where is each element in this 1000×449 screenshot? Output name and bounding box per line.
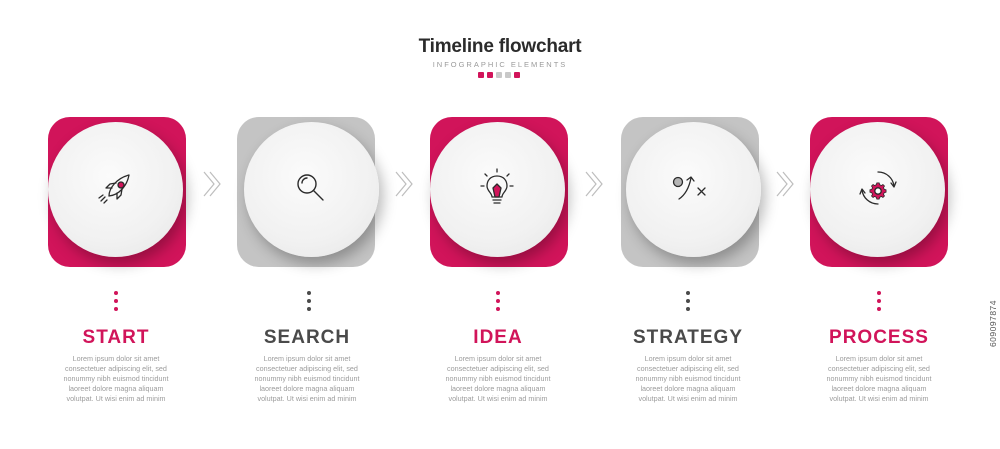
description-line: consectetuer adipiscing elit, sed bbox=[65, 364, 167, 373]
step-connector-dots bbox=[877, 291, 881, 315]
strategy-icon bbox=[667, 166, 711, 210]
description-line: volutpat. Ut wisi enim ad minim bbox=[638, 394, 738, 403]
chevron-right-icon bbox=[392, 166, 416, 202]
magnifier-icon bbox=[289, 166, 333, 210]
header-dot bbox=[496, 72, 502, 78]
step-circle bbox=[48, 122, 183, 257]
step-description: Lorem ipsum dolor sit amet consectetuer … bbox=[21, 354, 211, 404]
header-dot bbox=[487, 72, 493, 78]
lightbulb-icon bbox=[475, 166, 519, 210]
step-label: START bbox=[82, 327, 150, 348]
description-line: nonummy nibh euismod tincidunt bbox=[63, 374, 169, 383]
step-label: PROCESS bbox=[829, 327, 929, 348]
step-description: Lorem ipsum dolor sit amet consectetuer … bbox=[784, 354, 974, 404]
header-dot bbox=[478, 72, 484, 78]
connector-dot bbox=[496, 291, 500, 295]
description-line: Lorem ipsum dolor sit amet bbox=[835, 354, 923, 363]
gear-cycle-icon bbox=[856, 166, 900, 210]
description-line: laoreet dolore magna aliquam bbox=[831, 384, 927, 393]
step-strategy: STRATEGY Lorem ipsum dolor sit amet cons… bbox=[593, 0, 783, 449]
page-title: Timeline flowchart bbox=[418, 36, 582, 57]
connector-dot bbox=[877, 299, 881, 303]
connector-dot bbox=[686, 307, 690, 311]
connector-dot bbox=[307, 291, 311, 295]
description-line: Lorem ipsum dolor sit amet bbox=[644, 354, 732, 363]
step-process: PROCESS Lorem ipsum dolor sit amet conse… bbox=[784, 0, 974, 449]
chevron-right-icon bbox=[773, 166, 797, 202]
description-line: consectetuer adipiscing elit, sed bbox=[256, 364, 358, 373]
description-line: Lorem ipsum dolor sit amet bbox=[263, 354, 351, 363]
step-circle bbox=[244, 122, 379, 257]
step-connector-dots bbox=[496, 291, 500, 315]
step-label: SEARCH bbox=[263, 327, 351, 348]
description-line: volutpat. Ut wisi enim ad minim bbox=[257, 394, 357, 403]
step-description: Lorem ipsum dolor sit amet consectetuer … bbox=[212, 354, 402, 404]
description-line: laoreet dolore magna aliquam bbox=[640, 384, 736, 393]
description-line: laoreet dolore magna aliquam bbox=[68, 384, 164, 393]
header: Timeline flowchart INFOGRAPHIC ELEMENTS bbox=[0, 0, 1000, 90]
step-idea: IDEA Lorem ipsum dolor sit amet consecte… bbox=[403, 0, 593, 449]
description-line: Lorem ipsum dolor sit amet bbox=[454, 354, 542, 363]
step-circle bbox=[626, 122, 761, 257]
chevron-right-icon bbox=[200, 166, 224, 202]
connector-dot bbox=[114, 299, 118, 303]
description-line: consectetuer adipiscing elit, sed bbox=[637, 364, 739, 373]
page-subtitle: INFOGRAPHIC ELEMENTS bbox=[432, 60, 568, 69]
step-description: Lorem ipsum dolor sit amet consectetuer … bbox=[403, 354, 593, 404]
connector-dot bbox=[877, 307, 881, 311]
step-label: IDEA bbox=[473, 327, 523, 348]
description-line: nonummy nibh euismod tincidunt bbox=[445, 374, 551, 383]
rocket-icon bbox=[95, 166, 139, 210]
chevron-right-icon bbox=[582, 166, 606, 202]
connector-dot bbox=[307, 307, 311, 311]
connector-dot bbox=[114, 307, 118, 311]
description-line: consectetuer adipiscing elit, sed bbox=[447, 364, 549, 373]
step-start: START Lorem ipsum dolor sit amet consect… bbox=[21, 0, 211, 449]
description-line: Lorem ipsum dolor sit amet bbox=[72, 354, 160, 363]
header-dot bbox=[514, 72, 520, 78]
description-line: nonummy nibh euismod tincidunt bbox=[635, 374, 741, 383]
step-label: STRATEGY bbox=[632, 327, 744, 348]
connector-dot bbox=[686, 291, 690, 295]
description-line: consectetuer adipiscing elit, sed bbox=[828, 364, 930, 373]
step-search: SEARCH Lorem ipsum dolor sit amet consec… bbox=[212, 0, 402, 449]
step-connector-dots bbox=[686, 291, 690, 315]
connector-dot bbox=[686, 299, 690, 303]
step-description: Lorem ipsum dolor sit amet consectetuer … bbox=[593, 354, 783, 404]
connector-dot bbox=[307, 299, 311, 303]
description-line: laoreet dolore magna aliquam bbox=[450, 384, 546, 393]
description-line: volutpat. Ut wisi enim ad minim bbox=[829, 394, 929, 403]
description-line: volutpat. Ut wisi enim ad minim bbox=[66, 394, 166, 403]
header-dot bbox=[505, 72, 511, 78]
description-line: nonummy nibh euismod tincidunt bbox=[826, 374, 932, 383]
connector-dot bbox=[877, 291, 881, 295]
connector-dot bbox=[496, 299, 500, 303]
connector-dot bbox=[114, 291, 118, 295]
description-line: nonummy nibh euismod tincidunt bbox=[254, 374, 360, 383]
step-connector-dots bbox=[114, 291, 118, 315]
connector-dot bbox=[496, 307, 500, 311]
step-connector-dots bbox=[307, 291, 311, 315]
description-line: laoreet dolore magna aliquam bbox=[259, 384, 355, 393]
side-id-text: 609097874 bbox=[988, 300, 998, 348]
description-line: volutpat. Ut wisi enim ad minim bbox=[448, 394, 548, 403]
header-dots bbox=[478, 72, 520, 78]
